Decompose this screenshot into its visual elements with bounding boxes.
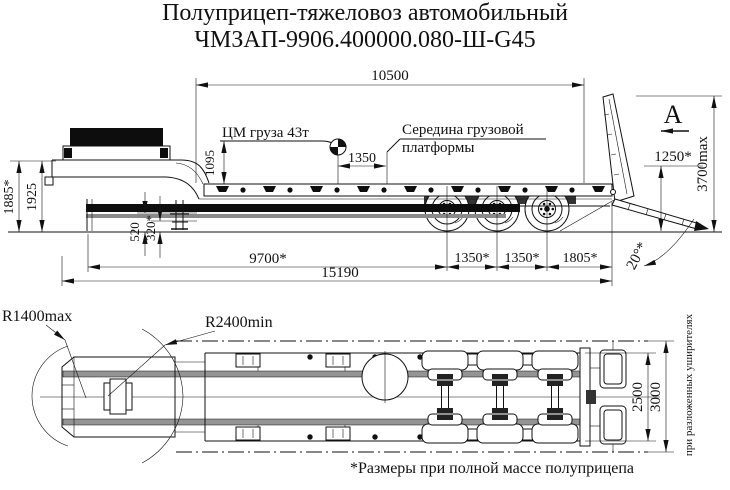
rear-ramp-lowered	[559, 189, 709, 232]
dim-cm-height: 1095	[202, 141, 227, 184]
gooseneck-plan	[61, 356, 176, 438]
radius-max-label: R1400max	[2, 308, 72, 325]
svg-text:1805*: 1805*	[563, 251, 598, 266]
plan-view: R1400max R2400min 2500 3000 при разложен…	[2, 308, 695, 464]
dim-platform-length: 10500	[195, 68, 585, 183]
svg-text:20°*: 20°*	[624, 240, 652, 273]
dim-clearances: 520 320*	[127, 192, 197, 258]
svg-text:520: 520	[127, 222, 142, 242]
title-block: Полуприцеп-тяжеловоз автомобильный ЧМЗАП…	[162, 0, 568, 53]
ramp-boxes-plan	[586, 341, 627, 452]
svg-text:1885*: 1885*	[2, 180, 17, 215]
dim-front-heights: 1885* 1925	[2, 160, 56, 232]
gooseneck	[44, 128, 210, 200]
view-a-marker: A	[661, 100, 689, 134]
title-line1: Полуприцеп-тяжеловоз автомобильный	[162, 0, 568, 26]
svg-text:3700max: 3700max	[695, 136, 711, 192]
platform-center-line1: Середина грузовой	[402, 122, 524, 138]
svg-text:10500: 10500	[371, 68, 409, 84]
rear-ramp-raised	[602, 93, 635, 203]
svg-text:1250*: 1250*	[654, 149, 692, 165]
title-line2: ЧМЗАП-9906.400000.080-Ш-G45	[194, 27, 535, 53]
radius-min-label: R2400min	[205, 314, 273, 331]
cargo-deck	[203, 183, 613, 197]
platform-center-line2: платформы	[402, 140, 474, 156]
svg-text:A: A	[664, 100, 683, 129]
svg-text:2500: 2500	[630, 382, 646, 412]
platform-center-label: Середина грузовой платформы	[386, 122, 546, 184]
dim-widths: 2500 3000 при разложенных уширителях	[585, 313, 695, 456]
svg-text:1350*: 1350*	[455, 251, 490, 266]
svg-text:9700*: 9700*	[249, 251, 287, 267]
svg-text:320*: 320*	[143, 215, 158, 241]
svg-text:1350*: 1350*	[505, 251, 540, 266]
svg-text:1095: 1095	[202, 150, 217, 176]
dim-bottom-row: 9700* 1350* 1350* 1805* 15190	[61, 202, 613, 286]
ballast-box	[70, 128, 163, 146]
side-frame	[86, 198, 612, 218]
spare-wheel	[361, 351, 409, 403]
dim-cm-offset: 1350	[338, 151, 386, 169]
svg-text:1350: 1350	[348, 151, 376, 166]
svg-text:3000: 3000	[648, 382, 664, 412]
deck-cleats	[216, 186, 605, 192]
svg-text:1925: 1925	[25, 183, 40, 211]
footnote: *Размеры при полной массе полуприцепа	[350, 460, 634, 477]
wideners-note: при разложенных уширителях	[683, 313, 695, 456]
side-view: ЦМ груза 43т Середина грузовой платформы…	[2, 68, 722, 286]
svg-text:15190: 15190	[321, 265, 359, 281]
turning-radii: R1400max R2400min	[2, 308, 273, 464]
cm-label: ЦМ груза 43т	[222, 125, 309, 141]
kingpin-support	[86, 199, 189, 231]
center-of-mass: ЦМ груза 43т	[220, 125, 347, 184]
